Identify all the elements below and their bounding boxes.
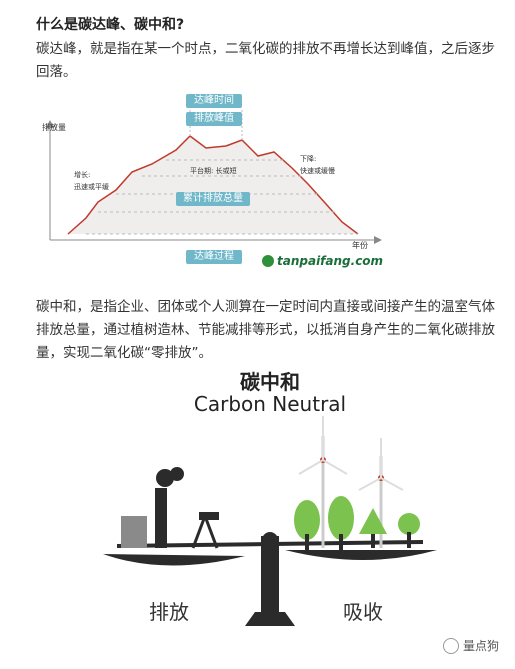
carbon-neutral-illustration: 碳中和 Carbon Neutral bbox=[95, 366, 445, 646]
site-logo: tanpaifang.com bbox=[262, 254, 383, 268]
fall-sub: 快速或缓慢 bbox=[300, 167, 335, 175]
pill-process: 达峰过程 bbox=[186, 250, 242, 264]
paragraph-peak: 碳达峰，就是指在某一个时点，二氧化碳的排放不再增长达到峰值，之后逐步回落。 bbox=[36, 41, 495, 80]
rise-label: 增长: bbox=[74, 171, 91, 179]
pill-cumulative: 累计排放总量 bbox=[176, 192, 250, 206]
watermark-text: 量点狗 bbox=[462, 639, 499, 653]
watermark: 量点狗 bbox=[442, 637, 499, 654]
article-heading: 什么是碳达峰、碳中和? bbox=[36, 17, 185, 33]
absorption-label: 吸收 bbox=[343, 600, 383, 624]
pill-peak-value: 排放峰值 bbox=[186, 112, 242, 126]
pill-peak-time: 达峰时间 bbox=[186, 94, 242, 108]
paragraph-neutral: 碳中和，是指企业、团体或个人测算在一定时间内直接或间接产生的温室气体排放总量，通… bbox=[36, 299, 495, 361]
logo-icon bbox=[262, 255, 274, 267]
illustration-title-zh: 碳中和 bbox=[240, 370, 300, 394]
y-axis-label: 排放量 bbox=[42, 123, 66, 132]
plateau-label: 平台期: 长或短 bbox=[190, 167, 237, 175]
logo-text: tanpaifang.com bbox=[277, 254, 384, 268]
illustration-title-en: Carbon Neutral bbox=[193, 392, 347, 416]
peak-diagram: 达峰时间 排放峰值 累计排放总量 达峰过程 排放量 年份 增长: 迅速或平缓 平… bbox=[36, 88, 384, 274]
x-axis-label: 年份 bbox=[352, 241, 368, 250]
rise-sub: 迅速或平缓 bbox=[74, 183, 109, 191]
emission-label: 排放 bbox=[149, 600, 189, 624]
fall-label: 下降: bbox=[300, 155, 317, 163]
wechat-icon bbox=[442, 637, 459, 654]
